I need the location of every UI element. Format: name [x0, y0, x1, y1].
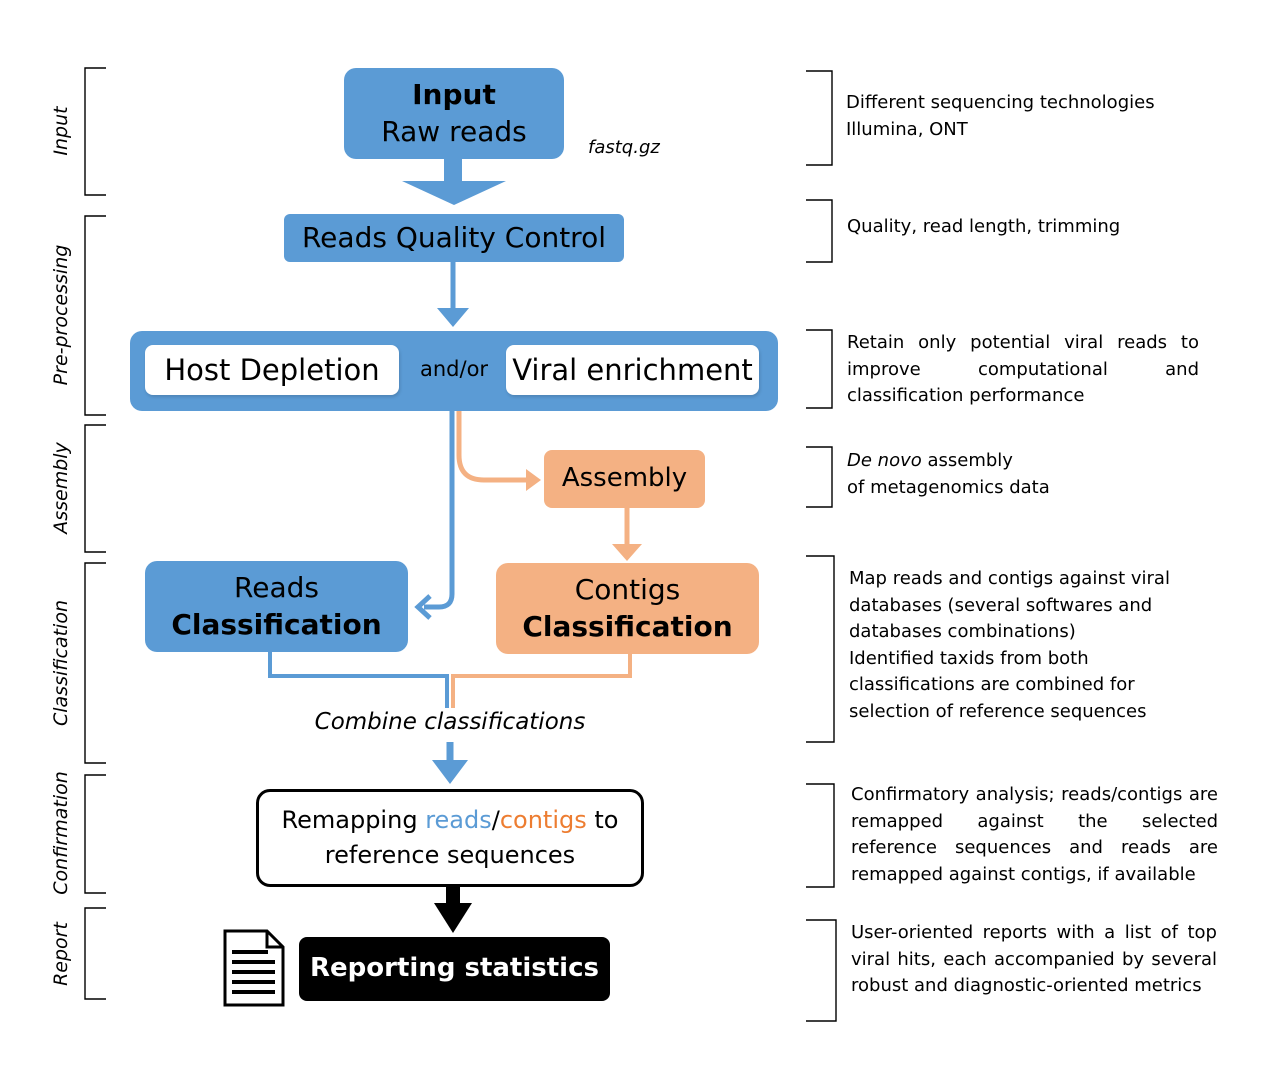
stage-label-assembly: Assembly: [50, 442, 72, 534]
stage-label-input: Input: [50, 106, 72, 156]
desc-qc: Quality, read length, trimming: [847, 216, 1121, 237]
remap-line2: reference sequences: [324, 841, 576, 869]
qc-node: Reads Quality Control: [284, 214, 624, 262]
preprocessing-node: Host Depletion and/or Viral enrichment: [130, 331, 778, 411]
remap-contigs: contigs: [499, 806, 587, 835]
desc-input: Different sequencing technologies Illumi…: [846, 90, 1226, 143]
combine-label: Combine classifications: [314, 709, 586, 735]
desc-host: Retain only potential viral reads to imp…: [847, 332, 1199, 406]
assembly-node: Assembly: [544, 450, 705, 508]
desc-classification: Map reads and contigs against viral data…: [849, 566, 1217, 725]
remap-pre: Remapping: [281, 806, 426, 835]
document-icon: [223, 929, 285, 1007]
and-or-label: and/or: [420, 357, 489, 381]
contigs-class-line1: Contigs: [574, 573, 681, 607]
desc-assembly-rest: assembly: [921, 450, 1013, 471]
arrow-assembly-to-contigs: [612, 507, 642, 561]
arrow-remap-to-report: [434, 887, 472, 933]
host-depletion-node: Host Depletion: [145, 345, 399, 395]
remap-reads: reads: [425, 806, 492, 835]
arrow-to-assembly: [456, 411, 528, 483]
desc-confirmation: Confirmatory analysis; reads/contigs are…: [851, 784, 1218, 885]
remap-slash: /: [491, 806, 500, 835]
reads-combine-line: [268, 651, 449, 708]
desc-assembly-italic: De novo: [847, 450, 922, 471]
remap-to: to: [586, 806, 619, 835]
arrow-combine-to-remap: [432, 742, 468, 784]
arrow-input-to-qc: [402, 158, 506, 205]
file-format-label: fastq.gz: [588, 137, 660, 158]
input-node: Input Raw reads: [344, 68, 564, 159]
desc-classification-2: Identified taxids from both classificati…: [849, 647, 1147, 722]
contigs-combine-line: [451, 653, 632, 708]
desc-classification-1: Map reads and contigs against viral data…: [849, 568, 1170, 642]
arrow-qc-to-preprocess: [437, 261, 469, 327]
input-subtitle: Raw reads: [381, 114, 527, 148]
desc-assembly-line2: of metagenomics data: [847, 476, 1050, 498]
input-title: Input: [412, 78, 496, 112]
remapping-node: Remapping reads/contigs to reference seq…: [256, 789, 644, 887]
stage-label-confirmation: Confirmation: [50, 771, 72, 895]
desc-assembly: De novo assembly of metagenomics data: [847, 448, 1207, 501]
stage-label-report: Report: [50, 922, 72, 986]
viral-enrichment-node: Viral enrichment: [506, 345, 759, 395]
reads-class-line2: Classification: [171, 607, 382, 641]
desc-report: User-oriented reports with a list of top…: [851, 922, 1217, 996]
contigs-classification-node: Contigs Classification: [496, 563, 759, 654]
desc-input-line2: Illumina, ONT: [846, 118, 968, 140]
desc-assembly-line1: De novo assembly: [847, 448, 1207, 475]
reads-classification-node: Reads Classification: [145, 561, 408, 652]
remap-line1: Remapping reads/contigs to: [282, 803, 619, 838]
arrow-to-reads-classification: [424, 411, 455, 610]
stage-brackets: [84, 67, 106, 1000]
contigs-class-line2: Classification: [522, 609, 733, 643]
report-node: Reporting statistics: [299, 937, 610, 1001]
stage-label-classification: Classification: [50, 599, 72, 727]
desc-input-line1: Different sequencing technologies: [846, 92, 1155, 113]
description-brackets: [806, 70, 837, 1022]
stage-label-preprocessing: Pre-processing: [50, 244, 72, 386]
reads-class-line1: Reads: [234, 571, 319, 605]
